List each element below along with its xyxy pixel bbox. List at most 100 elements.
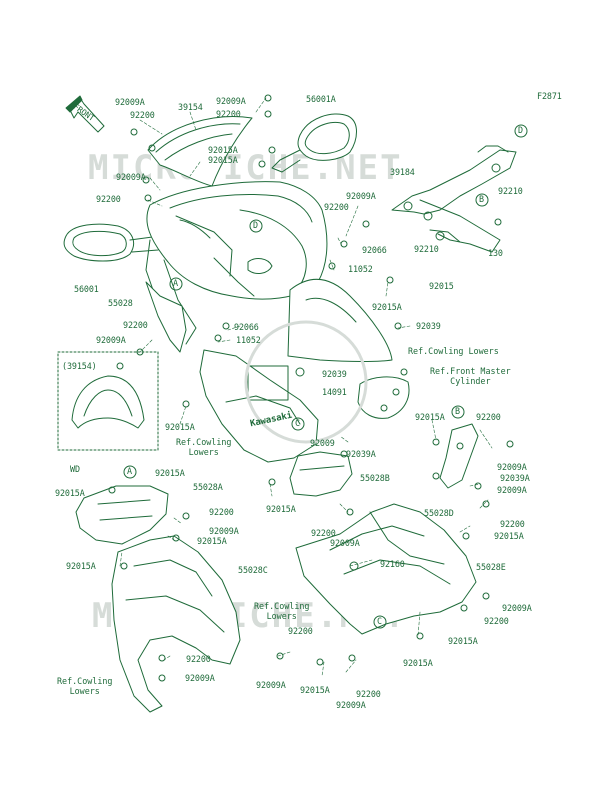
part-label: 55028B [360, 473, 390, 483]
part-label: 92200 [96, 194, 121, 204]
part-label: 11052 [348, 264, 373, 274]
part-label: 92009A [330, 538, 360, 548]
part-label: 92009A [116, 172, 146, 182]
part-label: 92009A [346, 191, 376, 201]
part-label: 92015A [197, 536, 227, 546]
part-label: 55028E [476, 562, 506, 572]
part-label: 56001 [74, 284, 99, 294]
ref-cowling-lowers-4: Ref.Cowling Lowers [57, 676, 113, 696]
callout-d-2: D [518, 125, 523, 135]
figure-code: F2871 [537, 91, 562, 101]
wd-label: WD [70, 464, 80, 474]
part-label: 92200 [484, 616, 509, 626]
part-label: 92039 [416, 321, 441, 331]
part-label: 92200 [186, 654, 211, 664]
part-label: 92015A [415, 412, 445, 422]
part-label: 55028 [108, 298, 133, 308]
part-label: 92009A [497, 485, 527, 495]
part-label: 55028D [424, 508, 454, 518]
side-cowling-left [111, 535, 241, 713]
part-label: 92009A [115, 97, 145, 107]
mirror-left [63, 223, 169, 262]
part-label: 92015A [55, 488, 85, 498]
part-label: 39154 [178, 102, 203, 112]
part-label: 92015A [165, 422, 195, 432]
part-label: 55028A [193, 482, 223, 492]
part-label: 92009A [216, 96, 246, 106]
part-label: 92015A [208, 155, 238, 165]
part-label: 92066 [234, 322, 259, 332]
part-label: 92015A [494, 531, 524, 541]
watermark-top: MICROFICHE.NET [88, 148, 403, 188]
part-label: 92015A [300, 685, 330, 695]
part-label: 92015A [403, 658, 433, 668]
part-label: 92015A [155, 468, 185, 478]
mirror-right [271, 113, 357, 173]
part-label: 92015 [429, 281, 454, 291]
part-label: 92200 [288, 626, 313, 636]
side-panel-55028b [289, 451, 353, 497]
center-logo-panel [199, 349, 319, 463]
part-label: 11052 [236, 335, 261, 345]
part-label: 92009A [502, 603, 532, 613]
part-label: 39184 [390, 167, 415, 177]
part-label: 92200 [123, 320, 148, 330]
part-label: 92015A [372, 302, 402, 312]
callout-d-1: D [253, 220, 258, 230]
inner-bracket-55028a [75, 485, 169, 545]
part-label: 92200 [209, 507, 234, 517]
callout-a-1: A [173, 278, 178, 288]
part-label: 92009 [310, 438, 335, 448]
part-label: 92200 [216, 109, 241, 119]
part-label: 92200 [324, 202, 349, 212]
part-label: 92200 [130, 110, 155, 120]
inset-windshield [71, 375, 145, 429]
part-label: 92009A [256, 680, 286, 690]
part-label: 92009A [336, 700, 366, 710]
part-label: 92015A [266, 504, 296, 514]
callout-b-2: B [455, 406, 460, 416]
inner-cover [287, 278, 410, 419]
part-label: 92160 [380, 559, 405, 569]
part-label: 55028C [238, 565, 268, 575]
upper-cowling [145, 181, 328, 345]
part-label: 92015A [448, 636, 478, 646]
front-arrow-icon [65, 95, 105, 133]
callout-circles [123, 124, 528, 629]
part-label: 92039 [322, 369, 347, 379]
ref-cowling-lowers-3: Ref.Cowling Lowers [254, 601, 310, 621]
part-label: 92210 [414, 244, 439, 254]
callout-c-2: C [377, 616, 382, 626]
part-label: 92039A [500, 473, 530, 483]
side-bracket-right [439, 423, 479, 489]
part-label: 130 [488, 248, 503, 258]
part-label: 14091 [322, 387, 347, 397]
inner-panel-left [145, 281, 187, 353]
part-label: 92200 [476, 412, 501, 422]
part-label: 92009A [96, 335, 126, 345]
part-label: 92200 [500, 519, 525, 529]
ref-cowling-lowers-2: Ref.Cowling Lowers [176, 437, 232, 457]
part-label: 92009A [497, 462, 527, 472]
inset-label: (39154) [62, 361, 97, 371]
part-label: 92200 [311, 528, 336, 538]
part-label: 92210 [498, 186, 523, 196]
side-cowling-right [295, 503, 477, 635]
cowling-stay [391, 145, 517, 253]
ref-cowling-lowers-1: Ref.Cowling Lowers [408, 346, 499, 356]
fasteners [108, 94, 514, 682]
part-label: 92015A [208, 145, 238, 155]
part-label: 56001A [306, 94, 336, 104]
part-label: 92039A [346, 449, 376, 459]
windshield [147, 116, 253, 187]
callout-a-2: A [127, 466, 132, 476]
callout-b-1: B [479, 194, 484, 204]
part-label: 92066 [362, 245, 387, 255]
callout-c-1: C [295, 418, 300, 428]
part-label: 92009A [209, 526, 239, 536]
part-label: 92015A [66, 561, 96, 571]
part-label: 92200 [356, 689, 381, 699]
ref-front-master-cylinder: Ref.Front Master Cylinder [430, 366, 511, 386]
